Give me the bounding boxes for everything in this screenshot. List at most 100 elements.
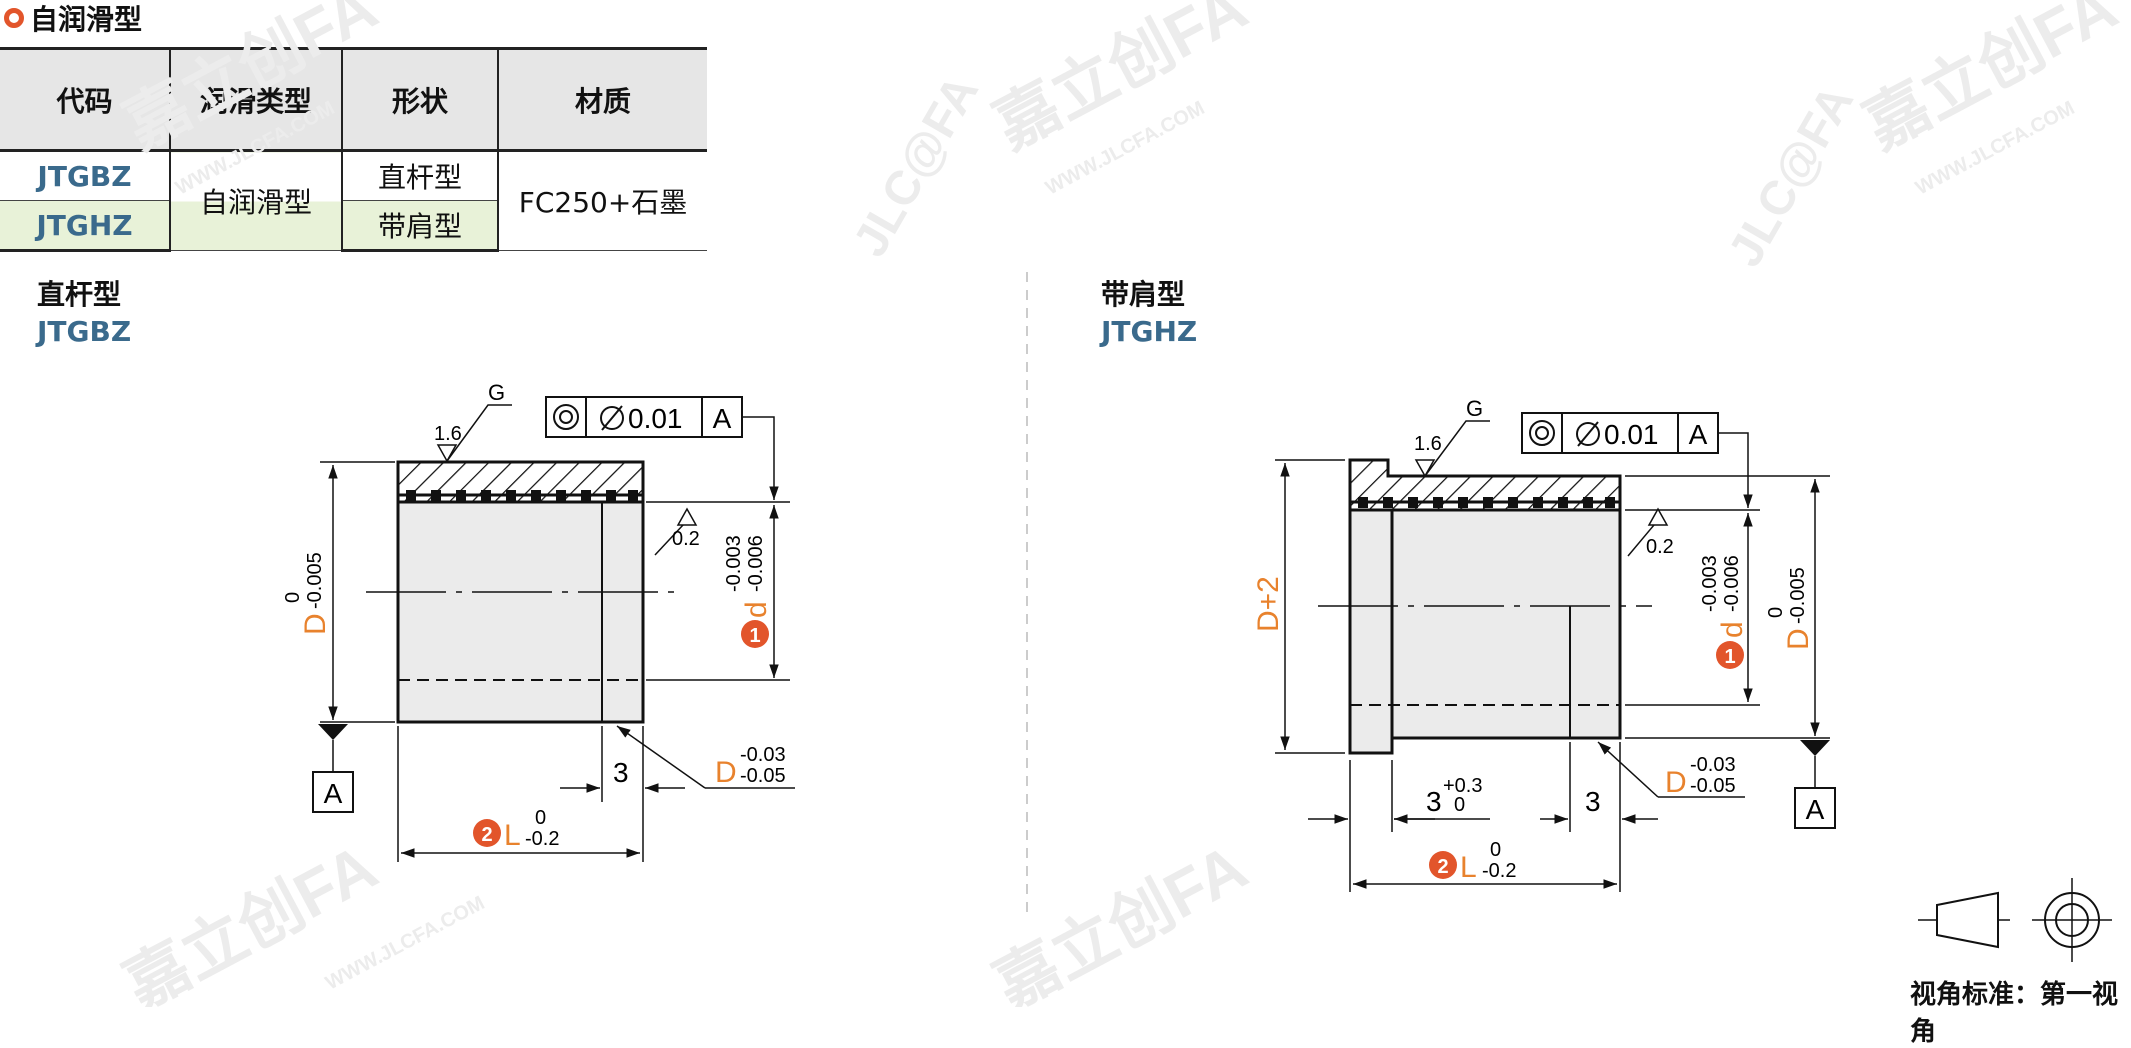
badge-1-number: 1 [1724, 646, 1735, 668]
right-Dp2: D+2 [1252, 576, 1285, 632]
chamfer-D: D [715, 756, 737, 789]
svg-text:-0.005: -0.005 [304, 552, 326, 609]
svg-text:d: d [1716, 621, 1749, 638]
svg-text:-0.05: -0.05 [740, 765, 786, 787]
left-view-code: JTGBZ [37, 315, 132, 348]
technical-drawing: 嘉立创FA WWW.JLCFA.COM 嘉立创FA WWW.JLCFA.COM … [113, 0, 2129, 1007]
table-cell-material: FC250+石墨 [497, 150, 707, 251]
svg-text:-0.005: -0.005 [1787, 567, 1809, 624]
edge-triangle-icon [676, 507, 698, 526]
badge-2 [1429, 851, 1457, 879]
table-header-cell: 形状 [341, 47, 498, 152]
watermark-logo: JLC@FA [1719, 77, 1864, 276]
svg-text:d: d [740, 601, 773, 618]
table-cell-shape: 带肩型 [341, 200, 498, 252]
svg-text:0: 0 [1765, 607, 1787, 618]
svg-text:0: 0 [1490, 839, 1501, 861]
watermark-brand: 嘉立创FA [983, 830, 1259, 1007]
right-view-heading: 带肩型 JTGHZ [1101, 273, 1197, 348]
right-view-name: 带肩型 [1101, 278, 1186, 311]
roughness-triangle-icon [436, 444, 458, 463]
svg-text:0: 0 [1454, 794, 1465, 816]
table-row: JTGHZ 带肩型 [0, 200, 707, 252]
three-b-dimension: 3 [1585, 786, 1601, 817]
tolerance-value: 0.01 [1604, 419, 1659, 450]
diameter-icon [600, 406, 624, 430]
three-dimension: 3 [613, 757, 629, 788]
datum-label: A [1806, 794, 1825, 825]
tolerance-datum: A [713, 403, 732, 434]
spec-table: 代码 润滑类型 形状 材质 JTGBZ 自润滑型 直杆型 FC250+石墨 JT… [0, 47, 707, 252]
table-header-row: 代码 润滑类型 形状 材质 [0, 47, 707, 152]
datum-box [1794, 787, 1836, 829]
left-view: A D 0 -0.005 1 d -0.003 -0.006 0.01 A [282, 380, 795, 862]
concentricity-frame: 0.01 A [1521, 412, 1753, 508]
concentricity-icon [553, 404, 579, 430]
svg-text:D: D [1782, 628, 1815, 650]
left-D-dimension: D 0 -0.005 [282, 552, 332, 635]
badge-1-number: 1 [749, 625, 760, 647]
roughness-value: 1.6 [1414, 433, 1442, 455]
projection-label: 视角标准：第一视角 [1910, 980, 2119, 1047]
length-L: L [504, 819, 521, 852]
groove-label: G [1466, 396, 1483, 421]
table-header-cell: 润滑类型 [169, 47, 342, 152]
svg-text:-0.05: -0.05 [1690, 775, 1736, 797]
table-row: JTGBZ 自润滑型 直杆型 FC250+石墨 [0, 150, 707, 251]
right-bore-fill [1390, 508, 1622, 740]
concentricity-icon [1529, 420, 1555, 446]
groove-label: G [488, 380, 505, 405]
svg-text:0: 0 [535, 807, 546, 829]
watermark-logo: JLC@FA [844, 67, 989, 266]
left-view-name: 直杆型 [37, 278, 122, 311]
roughness-triangle-icon [1414, 459, 1436, 478]
right-view-code: JTGHZ [1101, 315, 1198, 348]
edge-value: 0.2 [672, 528, 700, 550]
badge-2-number: 2 [481, 824, 492, 846]
table-cell-code: JTGHZ [0, 200, 170, 252]
svg-text:-0.003: -0.003 [723, 535, 745, 592]
svg-text:-0.006: -0.006 [745, 535, 767, 592]
right-D-dimension: D 0 -0.005 [1765, 567, 1815, 650]
circle-bullet-icon [4, 8, 24, 28]
section-title: 自润滑型 [30, 3, 143, 36]
length-L: L [1460, 851, 1477, 884]
svg-text:-0.003: -0.003 [1699, 555, 1721, 612]
datum-triangle [318, 724, 348, 740]
edge-value: 0.2 [1646, 536, 1674, 558]
svg-text:-0.03: -0.03 [740, 744, 786, 766]
svg-text:-0.006: -0.006 [1721, 555, 1743, 612]
section-header: 自润滑型 [4, 2, 142, 36]
table-header-cell: 材质 [497, 47, 707, 152]
badge-1 [1716, 641, 1744, 669]
datum-box [312, 771, 354, 813]
right-d-dimension: d -0.003 -0.006 [1699, 555, 1749, 638]
first-angle-projection-icon [1918, 878, 2112, 962]
right-graphite-plugs [1358, 497, 1615, 508]
svg-text:D: D [299, 613, 332, 635]
tolerance-datum: A [1689, 419, 1708, 450]
badge-1 [741, 620, 769, 648]
left-bore-fill [398, 502, 643, 722]
roughness-value: 1.6 [434, 423, 462, 445]
right-view: D+2 1 d -0.003 -0.006 D 0 -0.005 A [1252, 396, 1836, 892]
table-cell-lubrication: 自润滑型 [169, 150, 342, 251]
svg-text:-0.2: -0.2 [525, 828, 559, 850]
left-view-heading: 直杆型 JTGBZ [37, 273, 131, 348]
badge-2 [473, 819, 501, 847]
datum-label: A [324, 778, 343, 809]
table-cell-shape: 直杆型 [341, 150, 498, 201]
datum-triangle [1800, 740, 1830, 756]
svg-text:-0.03: -0.03 [1690, 754, 1736, 776]
badge-2-number: 2 [1437, 856, 1448, 878]
svg-text:-0.2: -0.2 [1482, 860, 1516, 882]
tolerance-value: 0.01 [628, 403, 683, 434]
left-d-dimension: d -0.003 -0.006 [723, 535, 773, 618]
concentricity-frame: 0.01 A [545, 396, 779, 500]
diameter-icon [1576, 422, 1600, 446]
svg-text:0: 0 [282, 592, 304, 603]
table-header-cell: 代码 [0, 47, 170, 152]
svg-text:+0.3: +0.3 [1443, 775, 1482, 797]
edge-triangle-icon [1647, 507, 1669, 526]
table-cell-code: JTGBZ [0, 150, 170, 201]
